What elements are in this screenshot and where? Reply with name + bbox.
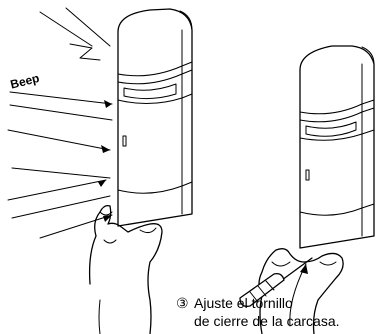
right-hand: [258, 248, 344, 334]
beep-label: Beep: [9, 71, 41, 92]
sound-wave-lines: [7, 7, 113, 239]
step-text-line-1: Ajuste el tornillo: [194, 295, 293, 311]
lightning-icon: [69, 43, 101, 61]
left-detector-housing: [117, 8, 193, 227]
step-number: ③: [176, 295, 189, 311]
right-detector-housing: [299, 45, 375, 249]
step-text-line-2: de cierre de la carcasa.: [194, 313, 340, 329]
left-hand: [88, 204, 163, 334]
screwdriver-icon: [239, 257, 313, 307]
label-pointer: [289, 263, 308, 327]
